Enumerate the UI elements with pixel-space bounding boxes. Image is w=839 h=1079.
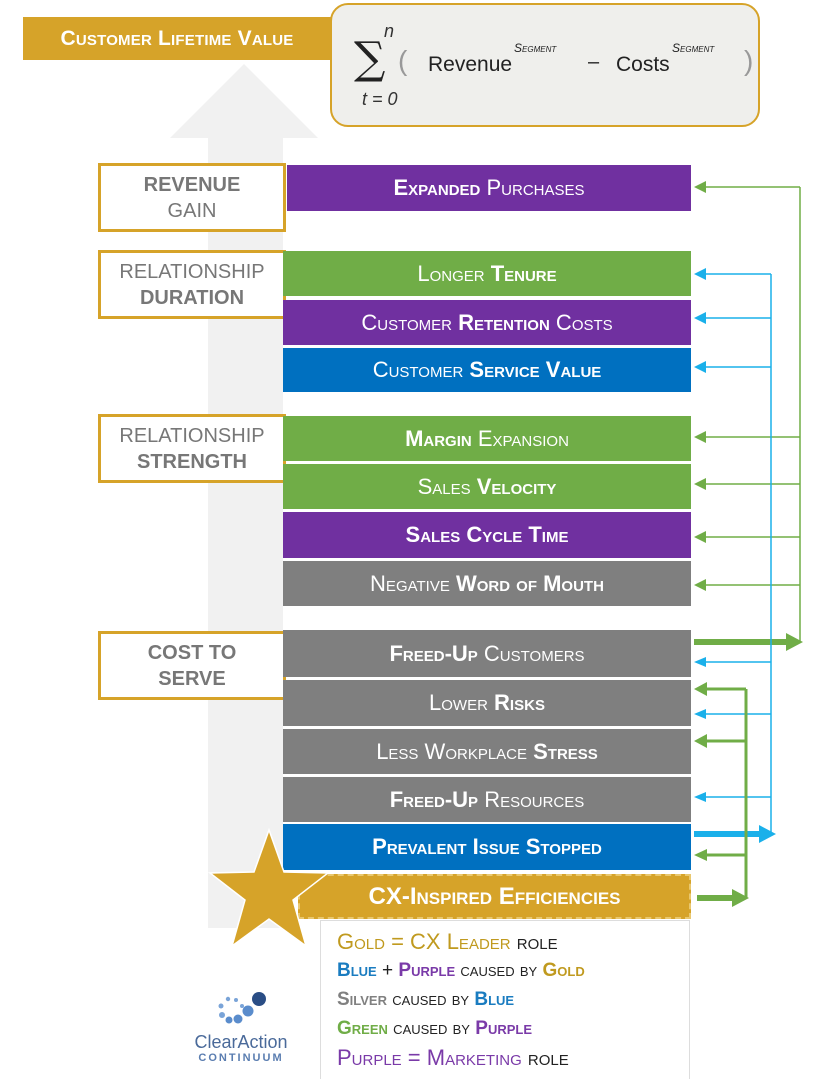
bar-less-workplace-stress: Less Workplace Stress <box>283 729 691 774</box>
close-paren: ) <box>744 45 754 76</box>
bar-prevalent-issue-stopped: Prevalent Issue Stopped <box>283 824 691 870</box>
category-line-2: STRENGTH <box>137 450 247 473</box>
costs-superscript: Segment <box>672 41 715 55</box>
sum-upper-bound: n <box>384 21 395 41</box>
revenue-superscript: Segment <box>514 41 557 55</box>
bar-sales-cycle-time: Sales Cycle Time <box>283 512 691 558</box>
bar-cx-inspired-efficiencies: CX-Inspired Efficiencies <box>298 874 691 919</box>
bar-expanded-purchases: Expanded Purchases <box>287 165 691 211</box>
bar-text: Expansion <box>471 425 569 451</box>
category-line-1: COST TO <box>147 641 237 664</box>
bar-text: Customers <box>477 640 585 666</box>
bar-lower-risks: Lower Risks <box>283 680 691 726</box>
green-feedback-lines <box>706 186 801 642</box>
bar-margin-expansion: Margin Expansion <box>283 416 691 461</box>
legend-text: caused by <box>387 1018 476 1039</box>
bar-text-bold: Freed-Up <box>389 786 479 812</box>
legend-text: Gold <box>542 960 585 981</box>
legend-text: caused by <box>387 989 475 1010</box>
bar-freed-up-customers: Freed-Up Customers <box>283 630 691 677</box>
bar-sales-velocity: Sales Velocity <box>283 464 691 509</box>
bar-text-bold: Margin <box>405 425 472 451</box>
bar-text-bold: Prevalent Issue Stopped <box>372 834 602 859</box>
bar-text-bold: Retention <box>458 309 550 335</box>
bar-text-bold: Service Value <box>469 357 602 382</box>
bar-text: Costs <box>549 309 613 335</box>
category-revenue-gain: REVENUE GAIN <box>98 163 286 232</box>
logo-name: ClearAction <box>194 1032 288 1052</box>
bar-text-bold: Tenure <box>490 260 557 286</box>
category-line-1: RELATIONSHIP <box>119 260 265 283</box>
legend-text: + <box>376 960 399 981</box>
category-relationship-strength: RELATIONSHIP STRENGTH <box>98 414 286 483</box>
legend-row-silver: Silver caused by Blue <box>337 985 689 1014</box>
clearaction-logo: ClearAction CONTINUUM <box>186 990 296 1070</box>
category-line-1: REVENUE <box>143 173 241 196</box>
category-line-2: GAIN <box>167 199 217 222</box>
bar-text: Customer <box>361 309 459 335</box>
legend-row-blue-purple: Blue + Purple caused by Gold <box>337 956 689 985</box>
bar-text-bold: Expanded <box>393 175 481 200</box>
category-cost-to-serve: COST TO SERVE <box>98 631 286 700</box>
category-line-1: RELATIONSHIP <box>119 424 265 447</box>
legend-text: role <box>510 929 558 954</box>
bar-text-bold: Risks <box>494 690 545 715</box>
legend-text: Gold = CX Leader <box>337 929 511 954</box>
bar-longer-tenure: Longer Tenure <box>283 251 691 296</box>
bar-text: Purchases <box>480 175 585 200</box>
bar-text: Lower <box>429 690 495 715</box>
page-title: Customer Lifetime Value <box>23 17 331 60</box>
logo-subtitle: CONTINUUM <box>198 1052 284 1064</box>
legend-text: Blue <box>474 989 515 1010</box>
bar-text: Longer <box>417 260 491 286</box>
legend-text: Purple = Marketing <box>337 1045 522 1070</box>
bar-customer-retention-costs: Customer Retention Costs <box>283 300 691 345</box>
bar-text-bold: Stress <box>533 738 598 764</box>
costs-term: Costs <box>616 53 670 76</box>
bar-text-bold: Word of Mouth <box>455 570 604 596</box>
category-line-2: SERVE <box>158 667 226 690</box>
legend-text: Silver <box>337 989 387 1010</box>
open-paren: ( <box>398 45 408 76</box>
bar-customer-service-value: Customer Service Value <box>283 348 691 392</box>
revenue-term: Revenue <box>428 53 513 76</box>
legend-text: Green <box>337 1018 388 1039</box>
bar-text-bold: Freed-Up <box>389 640 478 666</box>
legend-text: caused by <box>455 960 543 981</box>
sigma-symbol: ∑ <box>354 33 386 84</box>
clv-formula: ∑ n t = 0 ( Revenue Segment – Costs Segm… <box>330 3 760 127</box>
bar-text: Resources <box>478 786 585 812</box>
legend-row-purple-role: Purple = Marketing role <box>337 1043 689 1072</box>
legend-text: Purple <box>398 960 456 981</box>
logo-dots-icon <box>218 992 266 1024</box>
bar-text: Sales <box>417 473 477 499</box>
bar-negative-word-of-mouth: Negative Word of Mouth <box>283 561 691 606</box>
legend-row-green: Green caused by Purple <box>337 1014 689 1043</box>
legend-text: role <box>521 1045 569 1070</box>
legend-text: Purple <box>475 1018 532 1039</box>
color-legend: Gold = CX Leader role Blue + Purple caus… <box>320 920 690 1079</box>
minus-operator: – <box>588 51 600 73</box>
bar-text-bold: Velocity <box>476 473 557 499</box>
legend-row-gold-role: Gold = CX Leader role <box>337 927 689 956</box>
legend-text: Blue <box>337 960 377 981</box>
bar-freed-up-resources: Freed-Up Resources <box>283 777 691 822</box>
sum-lower-bound: t = 0 <box>362 89 398 109</box>
category-relationship-duration: RELATIONSHIP DURATION <box>98 250 286 319</box>
bar-text-bold: Sales Cycle Time <box>405 522 569 547</box>
star-icon <box>207 827 331 948</box>
bar-text: Less Workplace <box>376 738 534 764</box>
category-line-2: DURATION <box>139 286 245 309</box>
bar-text: Negative <box>370 570 456 596</box>
bar-text: Customer <box>372 357 470 382</box>
